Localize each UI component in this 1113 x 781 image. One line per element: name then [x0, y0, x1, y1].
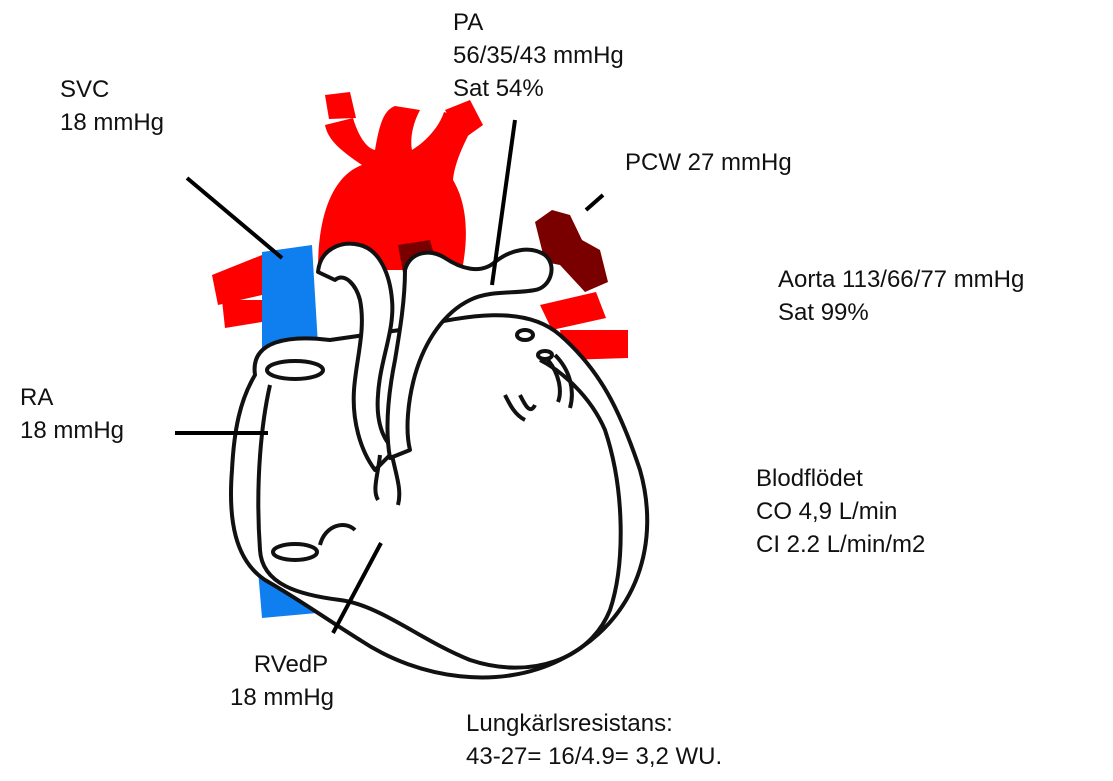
- label-flow: Blodflödet CO 4,9 L/min CI 2.2 L/min/m2: [756, 462, 925, 561]
- label-resistance: Lungkärlsresistans: 43-27= 16/4.9= 3,2 W…: [466, 707, 722, 773]
- left-lower-vessel: [222, 300, 262, 328]
- ra-title: RA: [20, 381, 124, 414]
- label-aorta: Aorta 113/66/77 mmHg Sat 99%: [778, 263, 1024, 329]
- coronary-ostium-1: [517, 330, 533, 340]
- svc-pressure: 18 mmHg: [60, 106, 164, 139]
- aortic-branch-left: [325, 92, 356, 119]
- leader-pcw: [586, 195, 603, 210]
- right-pulmonary-vessel-1: [540, 292, 606, 330]
- leader-svc: [187, 178, 282, 258]
- rvedp-title: RVedP: [230, 648, 334, 681]
- label-pa: PA 56/35/43 mmHg Sat 54%: [453, 6, 624, 105]
- label-pcw: PCW 27 mmHg: [625, 146, 792, 179]
- aorta-pressures: Aorta 113/66/77 mmHg: [778, 263, 1024, 296]
- pcw-pressure: PCW 27 mmHg: [625, 146, 792, 179]
- label-ra: RA 18 mmHg: [20, 381, 124, 447]
- flow-co: CO 4,9 L/min: [756, 495, 925, 528]
- pa-title: PA: [453, 6, 624, 39]
- coronary-ostium-2: [538, 351, 552, 359]
- pa-pressures: 56/35/43 mmHg: [453, 39, 624, 72]
- label-svc: SVC 18 mmHg: [60, 73, 164, 139]
- aorta-saturation: Sat 99%: [778, 296, 1024, 329]
- ivc-valve: [273, 544, 317, 560]
- flow-title: Blodflödet: [756, 462, 925, 495]
- label-rvedp: RVedP 18 mmHg: [230, 648, 334, 714]
- svc-title: SVC: [60, 73, 164, 106]
- resistance-calc: 43-27= 16/4.9= 3,2 WU.: [466, 740, 722, 773]
- left-pulmonary-artery: [212, 255, 262, 305]
- rvedp-pressure: 18 mmHg: [230, 681, 334, 714]
- pa-saturation: Sat 54%: [453, 72, 624, 105]
- ra-pressure: 18 mmHg: [20, 414, 124, 447]
- resistance-title: Lungkärlsresistans:: [466, 707, 722, 740]
- tricuspid-valve: [267, 361, 323, 379]
- flow-ci: CI 2.2 L/min/m2: [756, 528, 925, 561]
